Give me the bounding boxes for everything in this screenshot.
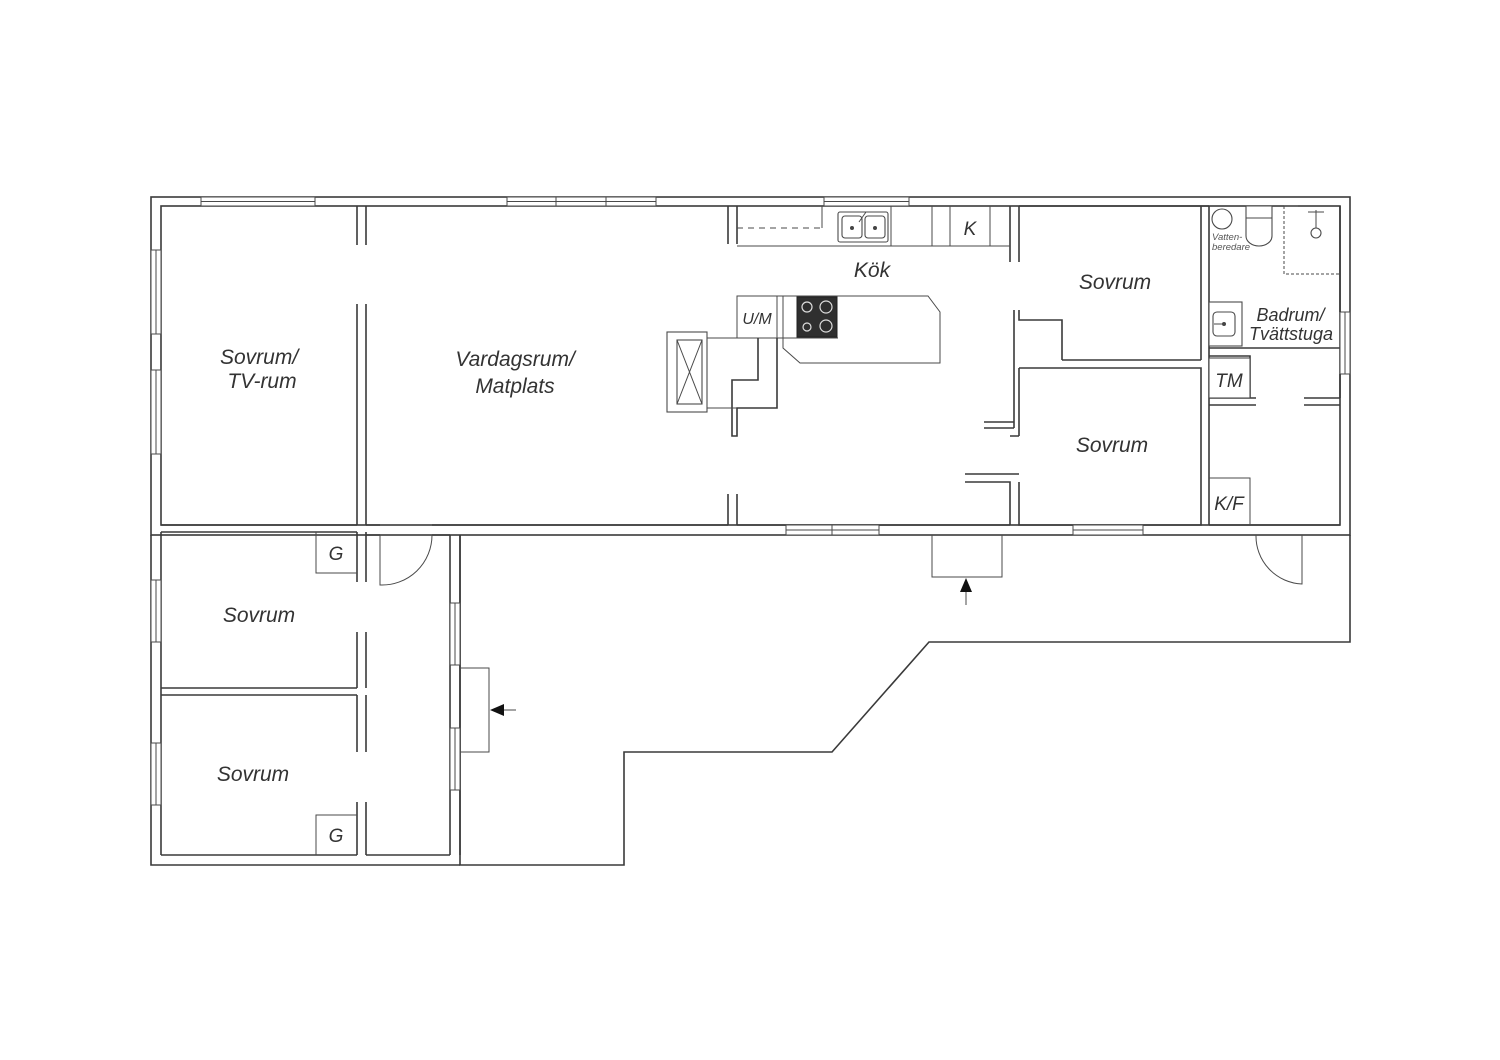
kitchen-counter: [737, 206, 1010, 247]
fixture-label-torktumlare: TM: [1215, 371, 1243, 392]
room-label-sovrum-tv: Sovrum/ TV-rum: [220, 346, 304, 393]
shower-icon: [1283, 205, 1340, 275]
fixture-label-kyl-frys: K/F: [1214, 494, 1245, 515]
partition-steps: [731, 338, 778, 437]
toilet-icon: [1245, 205, 1273, 247]
interior-walls: [160, 205, 1340, 856]
side-entrance: [460, 667, 490, 753]
washbasin-icon: [1208, 301, 1243, 347]
fridge-freezer: [1209, 477, 1251, 525]
room-label-sovrum-sw2: Sovrum: [217, 763, 289, 786]
terrace-outline: [459, 535, 1351, 866]
outer-walls: [150, 196, 1351, 866]
stove-icon: [796, 296, 838, 338]
fixture-label-ugn-micro: U/M: [742, 311, 772, 328]
room-label-sovrum-sw1: Sovrum: [223, 604, 295, 627]
room-label-vardagsrum: Vardagsrum/ Matplats: [455, 348, 580, 398]
sink-icon: [837, 211, 889, 243]
fixture-label-kyl: K: [964, 219, 978, 240]
room-label-kok: Kök: [854, 259, 892, 282]
fixture-label-garderob-2: G: [329, 826, 344, 847]
room-label-badrum: Badrum/ Tvättstuga: [1249, 305, 1333, 344]
entrance-arrow-icon: [490, 704, 516, 716]
entrance-porch: [931, 535, 1003, 578]
room-label-sovrum-ne: Sovrum: [1079, 271, 1151, 294]
room-label-sovrum-e: Sovrum: [1076, 434, 1148, 457]
fixture-label-vattenberedare: Vatten- beredare: [1212, 232, 1250, 253]
fixture-label-garderob-1: G: [329, 544, 344, 565]
wardrobe: [315, 814, 357, 855]
water-heater-icon: [1211, 208, 1233, 230]
entrance-arrow-icon: [960, 578, 972, 605]
windows: [150, 196, 1351, 806]
wardrobe: [315, 532, 357, 574]
doors: [379, 534, 1303, 586]
sofa: [666, 331, 737, 413]
dryer: [1208, 357, 1251, 399]
kitchen-island: [736, 295, 941, 364]
